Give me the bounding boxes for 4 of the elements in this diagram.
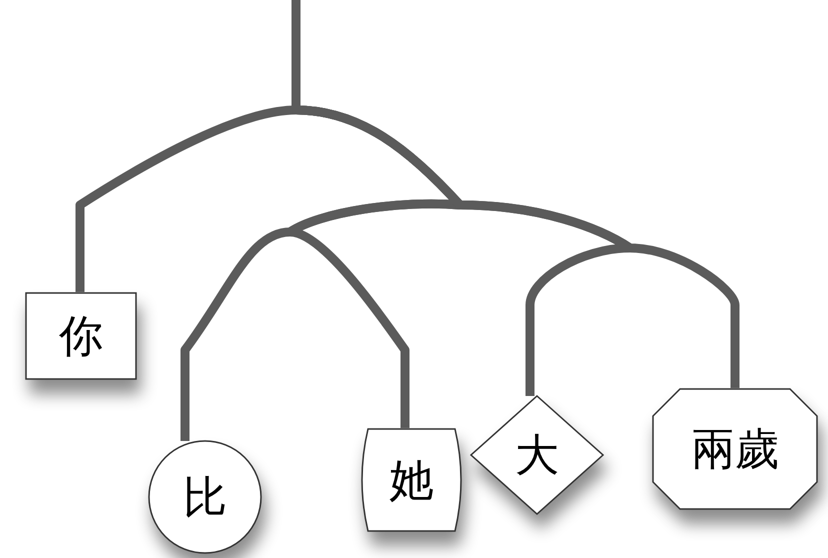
octagon-node: 兩歲	[652, 388, 818, 510]
circle-node: 比	[148, 440, 262, 554]
diamond-node: 大	[470, 395, 604, 515]
square-box: 你	[25, 292, 137, 380]
